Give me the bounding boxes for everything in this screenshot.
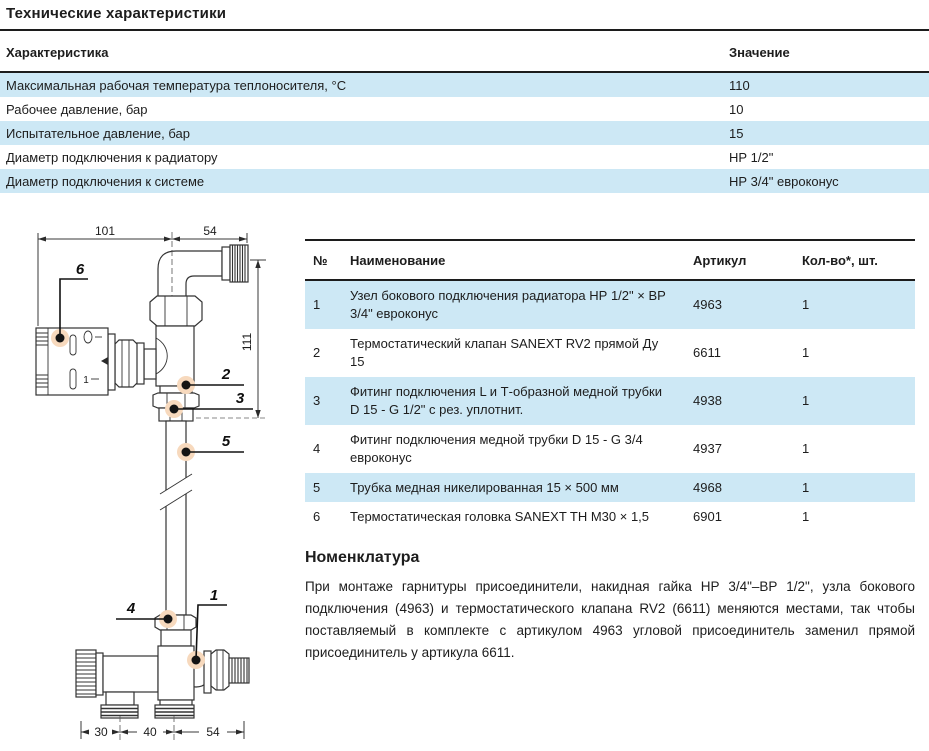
part-article: 6901: [693, 509, 722, 525]
right-column: № Наименование Артикул Кол-во*, шт. 1 Уз…: [305, 222, 929, 664]
head-scale-mark: 1: [83, 375, 89, 386]
nomenclature-title: Номенклатура: [305, 549, 420, 567]
spec-value: НР 3/4" евроконус: [729, 173, 839, 189]
part-qty: 1: [802, 440, 810, 456]
table-row: 2 Термостатический клапан SANEXT RV2 пря…: [305, 329, 915, 377]
part-name: Термостатическая головка SANEXT TH M30 ×…: [350, 509, 650, 525]
dim-bottom-left: 30: [94, 725, 108, 739]
callout-5-marker: 5: [177, 433, 244, 461]
head-ribs: [36, 332, 48, 388]
part-qty: 1: [802, 344, 810, 360]
spec-value: 10: [729, 101, 744, 117]
callout-1-marker: 1: [187, 587, 227, 669]
part-article: 4938: [693, 392, 722, 408]
title-divider: [0, 29, 929, 31]
side-thread-hatch: [231, 658, 248, 683]
part-qty: 1: [802, 392, 810, 408]
table-row: 1 Узел бокового подключения радиатора НР…: [305, 280, 915, 329]
part-qty: 1: [802, 479, 810, 495]
dimension-height: 111: [196, 259, 268, 419]
main-content: 1: [0, 222, 929, 751]
part-qty: 1: [802, 296, 810, 312]
part-article: 4937: [693, 440, 722, 456]
part-num: 4: [313, 440, 321, 456]
specs-header-value: Значение: [723, 31, 929, 73]
spec-value: НР 1/2": [729, 149, 774, 165]
thread-hatch: [231, 245, 246, 282]
part-num: 1: [313, 296, 321, 312]
lower-valve: [75, 614, 250, 719]
dimension-bottom: 30 40 54: [80, 716, 245, 740]
parts-header-row: № Наименование Артикул Кол-во*, шт.: [305, 240, 915, 281]
dimension-top: 101 54: [37, 224, 248, 326]
part-article: 6611: [693, 344, 721, 360]
nomenclature-text: При монтаже гарнитуры присоединители, на…: [305, 579, 915, 661]
specs-header-characteristic: Характеристика: [0, 31, 723, 73]
part-num: 2: [313, 344, 321, 360]
specs-table: Характеристика Значение Максимальная раб…: [0, 31, 929, 193]
spec-characteristic: Испытательное давление, бар: [6, 125, 190, 141]
thermostatic-head: 1: [35, 327, 109, 396]
head-index-arrow-icon: [101, 357, 108, 365]
callout-1-label: 1: [210, 587, 218, 604]
part-num: 6: [313, 509, 321, 525]
table-row: 5 Трубка медная никелированная 15 × 500 …: [305, 472, 915, 503]
assembly-diagram: 1: [0, 222, 305, 751]
callout-6-marker: 6: [51, 261, 88, 347]
valve-body: [107, 325, 195, 391]
dim-width-left: 101: [95, 224, 115, 238]
parts-table: № Наименование Артикул Кол-во*, шт. 1 Уз…: [305, 239, 915, 532]
dim-height: 111: [240, 333, 254, 352]
callout-6-label: 6: [76, 261, 85, 278]
callout-4-marker: 4: [116, 600, 177, 628]
spec-characteristic: Диаметр подключения к радиатору: [6, 149, 218, 165]
callout-4-label: 4: [126, 600, 136, 617]
parts-header-num: №: [305, 240, 350, 281]
technical-drawing: 1: [35, 224, 268, 740]
part-num: 3: [313, 392, 321, 408]
table-row: Максимальная рабочая температура теплоно…: [0, 72, 929, 97]
spec-characteristic: Максимальная рабочая температура теплоно…: [6, 77, 347, 93]
spec-characteristic: Рабочее давление, бар: [6, 101, 148, 117]
callout-3-marker: 3: [165, 390, 253, 418]
union-nut-top: [149, 295, 203, 327]
part-article: 4963: [693, 296, 722, 312]
table-row: 3 Фитинг подключения L и Т-образной медн…: [305, 376, 915, 425]
callout-5-label: 5: [222, 433, 231, 450]
table-row: Рабочее давление, бар 10: [0, 97, 929, 121]
body-arm: [102, 655, 159, 693]
callout-2-label: 2: [221, 366, 231, 383]
callout-2-marker: 2: [177, 366, 244, 394]
part-name: Трубка медная никелированная 15 × 500 мм: [350, 479, 619, 495]
callout-3-label: 3: [236, 390, 245, 407]
copper-pipe: [159, 420, 193, 616]
dim-bottom-right: 54: [206, 725, 220, 739]
page-title: Технические характеристики: [6, 5, 227, 22]
parts-header-qty: Кол-во*, шт.: [802, 240, 915, 281]
part-name: Фитинг подключения медной трубки D 15 - …: [350, 431, 643, 465]
table-row: 6 Термостатическая головка SANEXT TH M30…: [305, 502, 915, 532]
dim-width-right: 54: [203, 224, 217, 238]
spec-value: 110: [729, 77, 750, 93]
part-name: Узел бокового подключения радиатора НР 1…: [350, 288, 666, 321]
table-row: Испытательное давление, бар 15: [0, 121, 929, 145]
part-name: Фитинг подключения L и Т-образной медной…: [350, 383, 663, 417]
spec-value: 15: [729, 125, 744, 141]
part-qty: 1: [802, 509, 810, 525]
table-row: Диаметр подключения к системе НР 3/4" ев…: [0, 169, 929, 193]
spec-characteristic: Диаметр подключения к системе: [6, 173, 205, 189]
table-row: 4 Фитинг подключения медной трубки D 15 …: [305, 425, 915, 473]
parts-header-article: Артикул: [693, 240, 802, 281]
parts-header-name: Наименование: [350, 240, 693, 281]
part-num: 5: [313, 479, 321, 495]
part-article: 4968: [693, 479, 722, 495]
specs-header-row: Характеристика Значение: [0, 31, 929, 73]
dim-bottom-mid: 40: [143, 725, 157, 739]
part-name: Термостатический клапан SANEXT RV2 прямо…: [350, 335, 659, 369]
table-row: Диаметр подключения к радиатору НР 1/2": [0, 145, 929, 169]
